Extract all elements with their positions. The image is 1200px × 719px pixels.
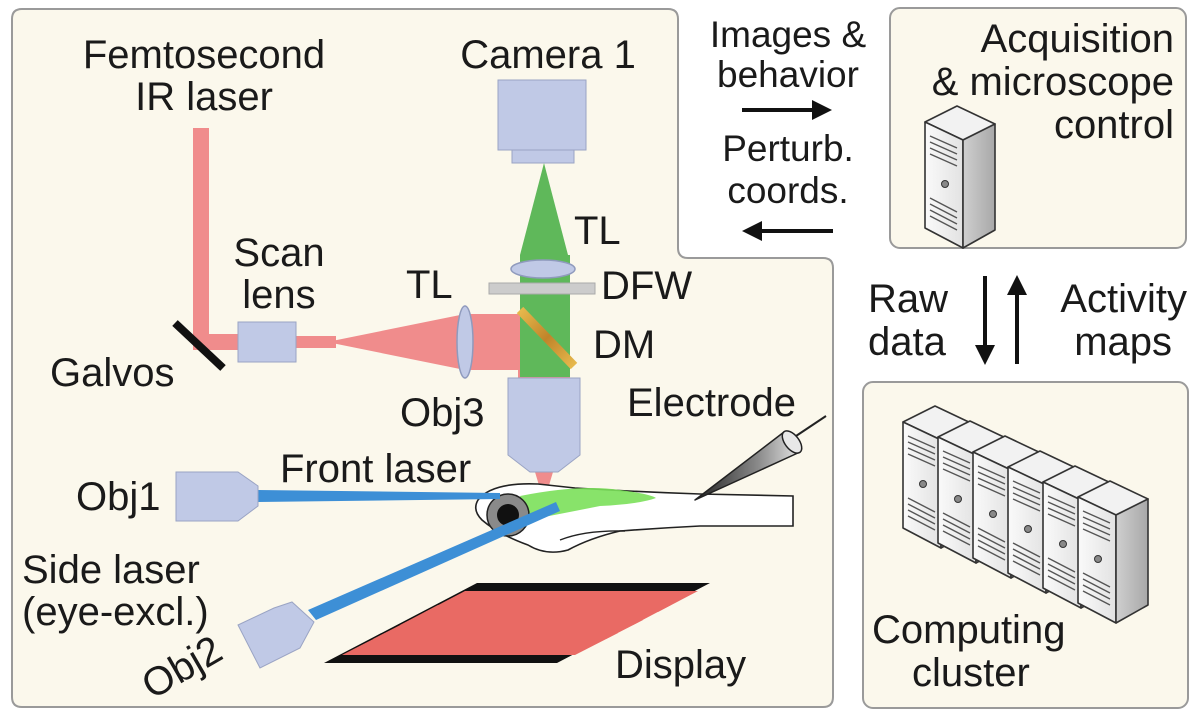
arrow-down-head — [975, 345, 995, 365]
perturb-label-line2: coords. — [727, 170, 848, 211]
tl-left-label: TL — [406, 263, 453, 307]
activity-label-line1: Activity — [1060, 277, 1187, 321]
labels: Femtosecond IR laser Camera 1 Scan lens … — [22, 14, 1187, 708]
cluster-label-line2: cluster — [912, 651, 1030, 695]
scan-lens-label-line1: Scan — [233, 231, 324, 275]
acquisition-label-line3: control — [1054, 103, 1174, 147]
camera-1 — [497, 79, 587, 151]
images-label-line1: Images & — [710, 14, 867, 55]
scan-lens — [237, 321, 297, 363]
laser-label-line1: Femtosecond — [83, 33, 325, 77]
cluster-label-line1: Computing — [872, 608, 1065, 652]
obj2-objective — [237, 601, 315, 669]
tl-top-label: TL — [574, 209, 621, 253]
side-laser-beam — [308, 502, 560, 620]
flow-arrows — [742, 100, 1027, 365]
perturb-label-line1: Perturb. — [722, 128, 854, 169]
arrow-left-head — [742, 221, 762, 241]
front-laser-beam — [258, 490, 500, 502]
front-laser-label: Front laser — [280, 447, 471, 491]
tube-lens-top — [510, 259, 576, 279]
dm-label: DM — [593, 323, 655, 367]
galvos-label: Galvos — [50, 351, 175, 395]
electrode — [694, 415, 827, 501]
galvos-mirror — [172, 320, 226, 371]
acquisition-label-line1: Acquisition — [981, 17, 1174, 61]
raw-data-label-line2: data — [868, 320, 947, 364]
arrow-right-head — [812, 100, 832, 120]
scan-lens-label-line2: lens — [242, 273, 315, 317]
obj1-label: Obj1 — [76, 475, 161, 519]
larva-pupil — [497, 504, 519, 526]
server-icon — [1077, 480, 1149, 624]
activity-label-line2: maps — [1074, 320, 1172, 364]
display-stripes — [324, 583, 710, 663]
dfw-label: DFW — [601, 264, 692, 308]
camera-1-mount — [511, 149, 575, 164]
raw-data-label-line1: Raw — [868, 277, 948, 321]
laser-label-line2: IR laser — [135, 75, 273, 119]
obj1-objective — [175, 471, 259, 522]
acquisition-computer-icon — [924, 105, 996, 249]
dfw-filter — [488, 282, 596, 295]
electrode-label: Electrode — [627, 381, 796, 425]
arrow-up-head — [1007, 275, 1027, 295]
camera-label: Camera 1 — [460, 33, 636, 77]
dichroic-mirror — [516, 306, 578, 370]
obj3-objective — [507, 377, 581, 473]
acquisition-label-line2: & microscope — [932, 60, 1174, 104]
display-label: Display — [615, 643, 746, 687]
tube-lens-left — [456, 305, 474, 379]
images-label-line2: behavior — [717, 54, 859, 95]
side-laser-label-line1: Side laser — [22, 548, 200, 592]
side-laser-label-line2: (eye-excl.) — [22, 590, 209, 634]
obj3-label: Obj3 — [400, 391, 485, 435]
